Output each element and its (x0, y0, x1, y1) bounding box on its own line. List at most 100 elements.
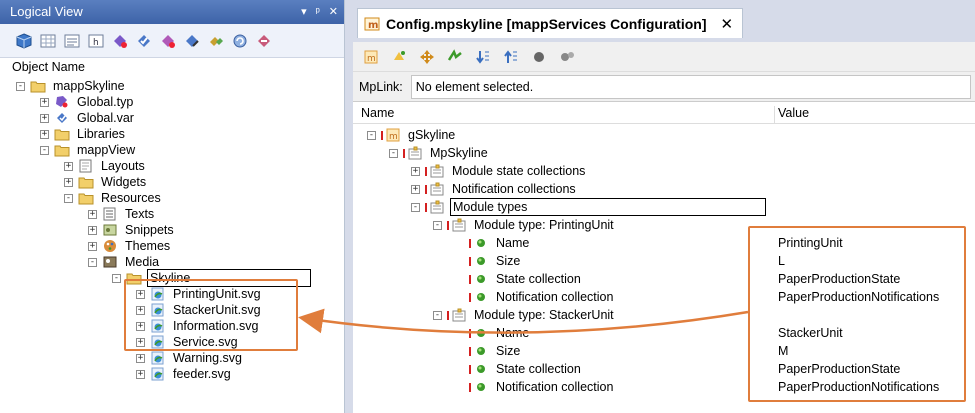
tree-item[interactable]: +Layouts (64, 158, 147, 174)
expand-icon[interactable]: + (88, 240, 97, 251)
config-tree-item[interactable]: State collection (455, 360, 583, 378)
expand-icon[interactable]: + (136, 288, 145, 299)
tree-item[interactable]: +Widgets (64, 174, 148, 190)
sort-down-icon[interactable] (473, 47, 493, 67)
config-tree-item[interactable]: Size (455, 252, 522, 270)
tree-item[interactable]: +Service.svg (136, 334, 240, 350)
tree-item[interactable]: -Skyline (112, 269, 311, 287)
tab-close-icon[interactable]: ✕ (720, 15, 734, 33)
config-tree-item[interactable]: Size (455, 342, 522, 360)
config-tree-item[interactable]: State collection (455, 270, 583, 288)
tree-item[interactable]: +Information.svg (136, 318, 260, 334)
expand-icon[interactable]: + (136, 304, 145, 315)
logical-view-title-bar[interactable]: Logical View ▾ ᵖ ✕ (0, 0, 344, 24)
config-item-value[interactable]: PaperProductionNotifications (778, 290, 940, 304)
expand-icon[interactable]: + (40, 96, 49, 107)
collapse-icon[interactable]: - (64, 192, 73, 203)
config-tree-item[interactable]: Name (455, 324, 531, 342)
tree-item[interactable]: +Libraries (40, 126, 127, 142)
config-item-value[interactable]: PaperProductionState (778, 362, 901, 376)
expand-icon[interactable]: + (136, 368, 145, 379)
config-tree-item[interactable]: Notification collection (455, 378, 615, 396)
add-object-icon[interactable] (110, 31, 130, 51)
mplink-field[interactable]: No element selected. (410, 74, 971, 99)
sort-up-icon[interactable] (501, 47, 521, 67)
tree-item[interactable]: -Media (88, 254, 161, 270)
collapse-icon[interactable]: - (16, 80, 25, 91)
config-tree-item[interactable]: Notification collection (455, 288, 615, 306)
tree-item[interactable]: -mappSkyline (16, 78, 127, 94)
header-file-icon[interactable]: h (86, 31, 106, 51)
config-item-value[interactable]: PaperProductionNotifications (778, 380, 940, 394)
expand-icon[interactable]: + (88, 224, 97, 235)
expand-icon[interactable]: + (40, 112, 49, 123)
tree-item[interactable]: +Texts (88, 206, 156, 222)
config-item-value[interactable]: M (778, 344, 789, 358)
config-item-value[interactable]: L (778, 254, 785, 268)
collapse-icon[interactable]: - (411, 201, 420, 212)
tree-item[interactable]: -Resources (64, 190, 163, 206)
mapp-icon[interactable]: m (361, 47, 381, 67)
tree-item[interactable]: +Global.typ (40, 94, 135, 110)
close-icon[interactable]: ✕ (328, 6, 338, 18)
config-tree-item[interactable]: Name (455, 234, 531, 252)
collapse-icon[interactable]: - (112, 272, 121, 283)
tree-item[interactable]: +feeder.svg (136, 366, 233, 382)
error-marker-icon (469, 382, 471, 392)
expand-icon[interactable]: + (411, 183, 420, 194)
refresh-icon[interactable] (230, 31, 250, 51)
settings-icon[interactable] (557, 47, 577, 67)
expand-icon[interactable]: + (40, 128, 49, 139)
tree-item[interactable]: +Themes (88, 238, 172, 254)
config-tree-item[interactable]: -MpSkyline (389, 144, 490, 162)
value-column-header[interactable]: Value (778, 106, 810, 120)
collapse-icon[interactable]: - (433, 219, 442, 230)
collapse-icon[interactable]: - (433, 309, 442, 320)
expand-icon[interactable]: + (136, 352, 145, 363)
tree-item[interactable]: +PrintingUnit.svg (136, 286, 263, 302)
pin-icon[interactable]: ᵖ (315, 6, 320, 18)
list-view-icon[interactable] (62, 31, 82, 51)
collapse-icon[interactable]: - (88, 256, 97, 267)
new-element-icon[interactable] (389, 47, 409, 67)
expand-icon[interactable]: + (88, 208, 97, 219)
expand-all-icon[interactable] (445, 47, 465, 67)
edit-object-icon[interactable] (182, 31, 202, 51)
collapse-icon[interactable]: - (40, 144, 49, 155)
dropdown-icon[interactable]: ▾ (301, 6, 307, 18)
config-item-value[interactable]: StackerUnit (778, 326, 843, 340)
name-column-header[interactable]: Name (361, 106, 395, 120)
collapse-icon[interactable]: - (389, 147, 398, 158)
tree-item[interactable]: +StackerUnit.svg (136, 302, 263, 318)
grid-view-icon[interactable] (38, 31, 58, 51)
remove-object-icon[interactable] (254, 31, 274, 51)
expand-icon[interactable]: + (64, 160, 73, 171)
pane-splitter[interactable] (345, 0, 353, 413)
link-icon[interactable] (206, 31, 226, 51)
tree-item[interactable]: +Global.var (40, 110, 136, 126)
expand-icon[interactable]: + (136, 320, 145, 331)
config-item-value[interactable]: PrintingUnit (778, 236, 843, 250)
config-item-value[interactable]: PaperProductionState (778, 272, 901, 286)
collapse-icon[interactable]: - (367, 129, 376, 140)
config-tree-item[interactable]: +Module state collections (411, 162, 587, 180)
tree-item[interactable]: +Warning.svg (136, 350, 244, 366)
tree-item[interactable]: -mappView (40, 142, 137, 158)
tab-config-mpskyline[interactable]: m Config.mpskyline [mappServices Configu… (357, 8, 743, 38)
config-tree-item[interactable]: -Module type: PrintingUnit (433, 216, 616, 234)
expand-icon[interactable]: + (411, 165, 420, 176)
stop-icon[interactable] (529, 47, 549, 67)
check-object-icon[interactable] (134, 31, 154, 51)
config-tree-item[interactable]: -Module types (411, 198, 766, 216)
expand-icon[interactable]: + (136, 336, 145, 347)
tree-item[interactable]: +Snippets (88, 222, 176, 238)
copy-object-icon[interactable] (158, 31, 178, 51)
config-tree-item[interactable]: -Module type: StackerUnit (433, 306, 616, 324)
config-tree-item[interactable]: +Notification collections (411, 180, 578, 198)
folder-icon (78, 175, 94, 189)
object-name-column-header[interactable]: Object Name (12, 60, 85, 74)
move-icon[interactable] (417, 47, 437, 67)
expand-icon[interactable]: + (64, 176, 73, 187)
cube-icon[interactable] (14, 31, 34, 51)
